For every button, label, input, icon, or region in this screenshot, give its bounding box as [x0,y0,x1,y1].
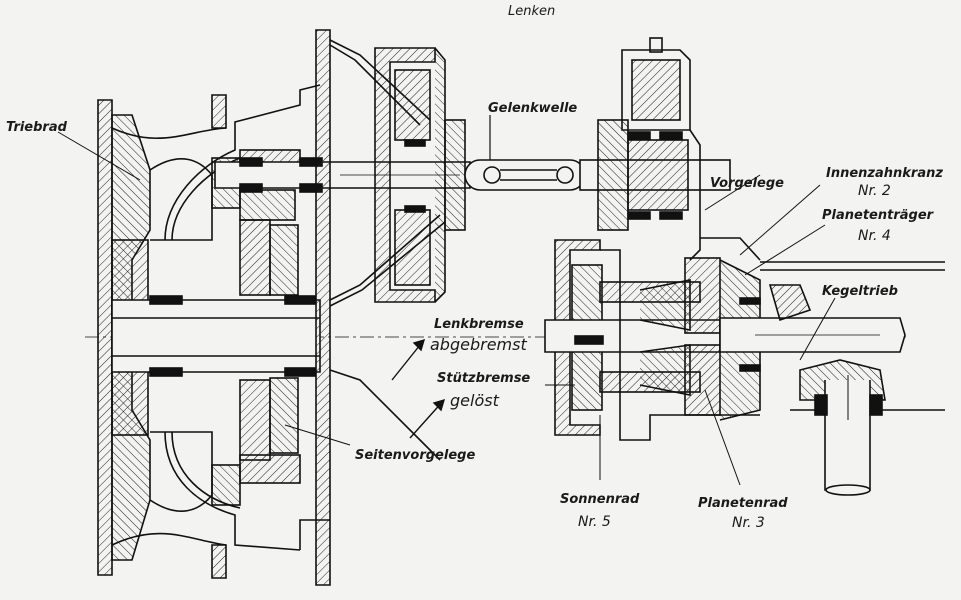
label-innenzahnkranz-nr: Nr. 2 [858,183,891,199]
label-innenzahnkranz: Innenzahnkranz [826,166,943,181]
cardan-shaft [464,115,586,191]
bevel-drive [768,284,886,496]
label-triebrad: Triebrad [6,120,67,135]
label-kegeltrieb: Kegeltrieb [822,284,898,299]
label-planetenrad: Planetenrad [698,496,788,511]
steering-brake-drum [374,47,466,303]
label-lenkbremse: Lenkbremse [434,317,524,332]
label-planetentraeger-nr: Nr. 4 [858,228,891,244]
label-seitenvorgelege: Seitenvorgelege [355,448,476,463]
leader-lines [57,131,836,486]
label-stuetzbremse: Stützbremse [437,371,531,386]
label-sonnenrad-nr: Nr. 5 [578,514,611,530]
state-arrows [391,338,446,439]
steering-housing [579,37,731,261]
label-sonnenrad: Sonnenrad [560,492,640,507]
label-planetentraeger: Planetenträger [822,208,934,223]
main-shaft [111,295,321,377]
label-gelenkwelle: Gelenkwelle [488,101,578,116]
label-vorgelege: Vorgelege [710,176,784,191]
label-geloest: gelöst [450,391,499,410]
label-abgebremst: abgebremst [430,335,527,354]
label-planetenrad-nr: Nr. 3 [732,515,765,531]
final-drive-housing [164,84,321,551]
label-lenken: Lenken [508,4,556,19]
